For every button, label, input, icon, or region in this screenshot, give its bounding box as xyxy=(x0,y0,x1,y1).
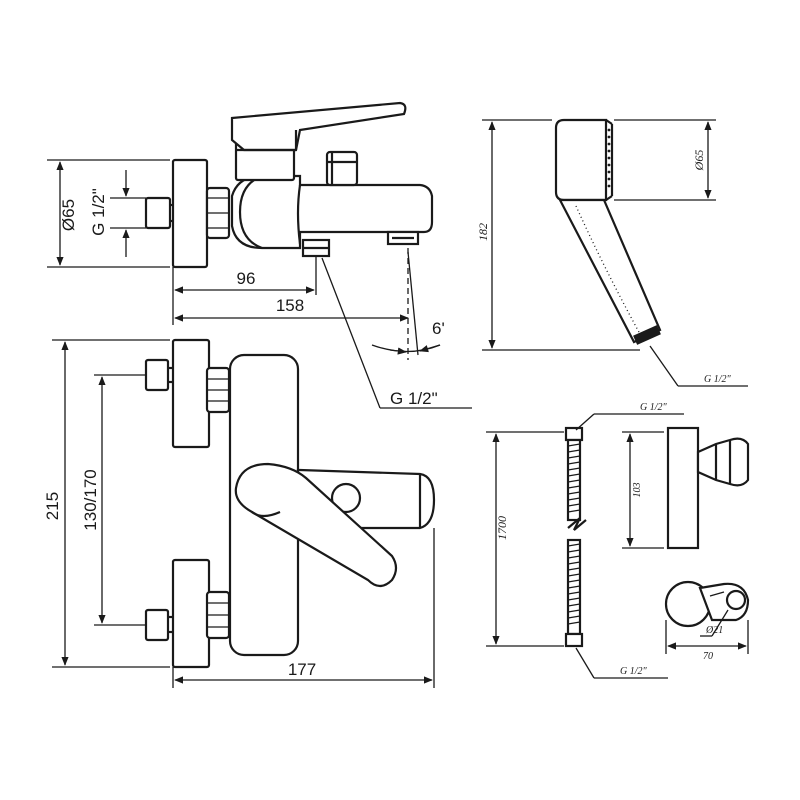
inlet-stub-side xyxy=(144,196,172,230)
lever-side xyxy=(230,101,407,152)
label-g12-shower: G 1/2" xyxy=(704,374,732,385)
inlet-stub-top xyxy=(144,358,170,392)
front-view-dimensions: 215 130/170 177 xyxy=(43,339,435,688)
hose-break xyxy=(567,517,587,531)
label-dim-d21: Ø21 xyxy=(705,625,723,636)
wall-flange-side xyxy=(171,158,209,269)
label-g12-hose-top: G 1/2" xyxy=(640,402,668,413)
hose-nut-bottom xyxy=(564,632,584,648)
label-dia65-left: Ø65 xyxy=(59,199,78,231)
diverter-knob-front xyxy=(330,482,362,514)
wall-holder: 103 Ø21 70 xyxy=(622,426,750,662)
inlet-stub-bottom xyxy=(144,608,170,642)
label-dim-130-170: 130/170 xyxy=(81,469,100,530)
nozzle-dots xyxy=(607,128,611,188)
holder-bar xyxy=(666,426,700,550)
hand-shower: 182 Ø65 G 1/2" xyxy=(476,118,748,387)
label-dim-182: 182 xyxy=(476,223,490,241)
label-dia65-shower: Ø65 xyxy=(692,150,706,172)
wall-flange-bottom xyxy=(171,558,211,669)
label-g12-spout: G 1/2" xyxy=(390,389,438,408)
shower-hose: 1700 G 1/2" G 1/2" xyxy=(486,402,684,679)
diverter-knob-side xyxy=(325,150,359,187)
hose-nut-top xyxy=(564,426,584,442)
holder-clip-side xyxy=(696,437,750,487)
shower-head xyxy=(554,118,608,202)
label-dim-1700: 1700 xyxy=(495,516,509,540)
wall-flange-top xyxy=(171,338,211,449)
label-dim-70: 70 xyxy=(703,651,713,662)
side-view-dimensions: Ø65 G 1/2" 96 158 6' G 1/2" xyxy=(47,159,472,409)
shower-handle xyxy=(558,198,662,344)
label-angle-6: 6' xyxy=(432,319,445,338)
label-dim-96: 96 xyxy=(237,269,256,288)
label-dim-158: 158 xyxy=(276,296,304,315)
shower-connector xyxy=(633,325,661,345)
label-dim-215: 215 xyxy=(43,492,62,520)
label-dim-103: 103 xyxy=(632,483,643,498)
label-g12-hose-bottom: G 1/2" xyxy=(620,666,648,677)
lever-front xyxy=(234,462,398,588)
mixer-side-view xyxy=(144,101,434,269)
label-dim-177: 177 xyxy=(288,660,316,679)
hose-texture xyxy=(567,443,581,625)
label-g12-left: G 1/2" xyxy=(89,188,108,236)
mixer-front-view xyxy=(144,338,436,669)
